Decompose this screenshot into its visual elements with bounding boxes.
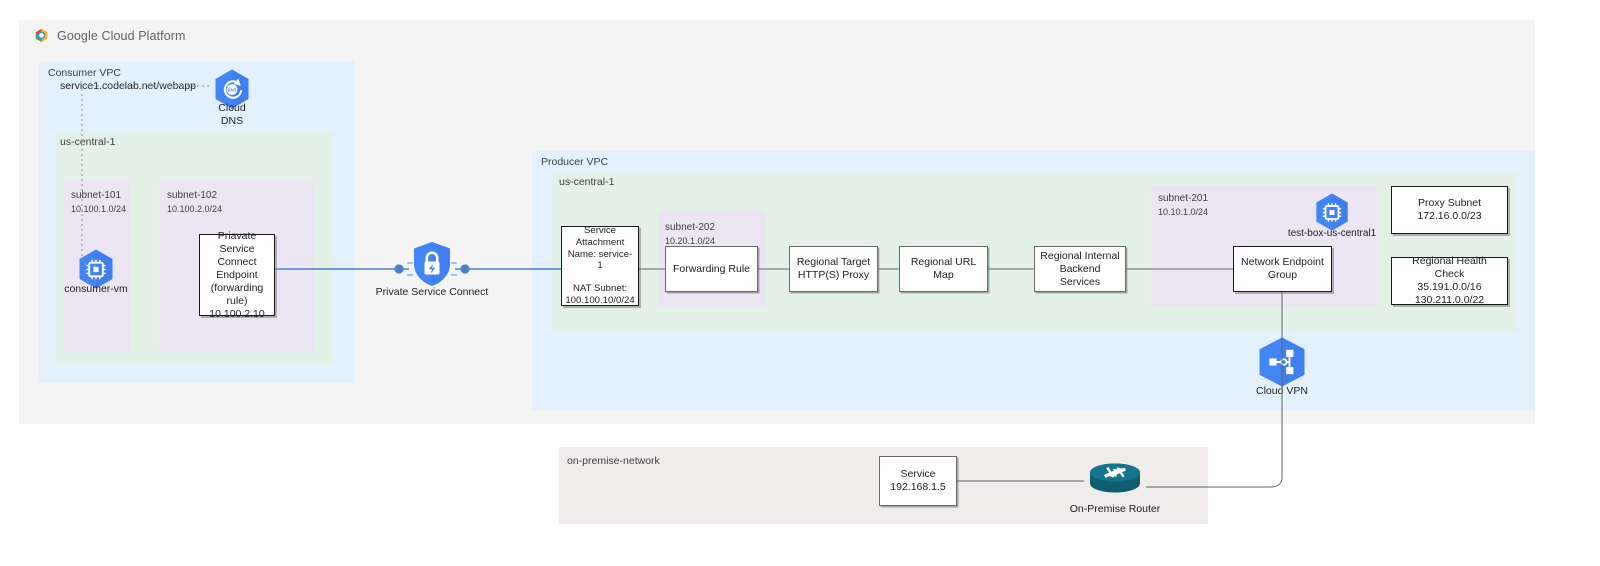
google-cloud-logo-icon — [35, 28, 48, 42]
subnet-101-name: subnet-101 — [71, 190, 122, 201]
consumer-vpc-label: Consumer VPC — [48, 67, 121, 79]
producer-vpc-label: Producer VPC — [541, 156, 609, 168]
google-cloud-platform-branding: Google Cloud Platform — [33, 27, 186, 44]
subnet-102-label: subnet-102 10.100.2.0/24 — [167, 190, 222, 215]
network-endpoint-group-node: Network Endpoint Group — [1233, 246, 1332, 292]
producer-region-label: us-central-1 — [559, 176, 615, 188]
regional-backend-services-node: Regional Internal Backend Services — [1034, 246, 1126, 292]
regional-url-map-node: Regional URL Map — [899, 246, 988, 292]
svg-text:DNS: DNS — [228, 87, 237, 92]
dns-record-label: service1.codelab.net/webapp — [60, 80, 197, 92]
psc-endpoint-node: Priavate Service Connect Endpoint (forwa… — [199, 230, 275, 320]
test-box-vm-label: test-box-us-central1 — [1287, 228, 1377, 239]
on-premise-router-icon — [1090, 463, 1140, 493]
service-attachment-node: Service Attachment Name: service-1 NAT S… — [561, 225, 639, 306]
on-premise-service-node: Service 192.168.1.5 — [879, 456, 957, 506]
cloud-dns-label: Cloud DNS — [218, 102, 246, 127]
subnet-202-cidr: 10.20.1.0/24 — [665, 235, 716, 246]
subnet-202-name: subnet-202 — [665, 222, 716, 233]
forwarding-rule-node: Forwarding Rule — [665, 246, 758, 292]
regional-health-check-node: Regional Health Check 35.191.0.0/16 130.… — [1391, 255, 1508, 306]
consumer-region-label: us-central-1 — [60, 136, 116, 148]
subnet-101-cidr: 10.100.1.0/24 — [71, 203, 127, 214]
subnet-201-label: subnet-201 10.10.1.0/24 — [1158, 193, 1208, 218]
regional-target-proxy-node: Regional Target HTTP(S) Proxy — [789, 246, 878, 292]
cloud-vpn-icon — [1259, 337, 1305, 387]
on-premise-router-label: On-Premise Router — [1069, 503, 1161, 515]
subnet-101-label: subnet-101 10.100.1.0/24 — [71, 190, 126, 215]
consumer-vm-label: consumer-vm — [64, 283, 128, 295]
subnet-201-name: subnet-201 — [1158, 193, 1209, 204]
subnet-102-cidr: 10.100.2.0/24 — [167, 203, 223, 214]
test-box-vm-icon — [1316, 193, 1348, 231]
proxy-subnet-node: Proxy Subnet 172.16.0.0/23 — [1391, 186, 1508, 234]
brand-name: Google Cloud Platform — [57, 28, 186, 43]
on-premise-network-label: on-premise-network — [567, 455, 660, 467]
cloud-vpn-label: Cloud VPN — [1256, 385, 1308, 397]
subnet-201-cidr: 10.10.1.0/24 — [1158, 206, 1209, 217]
subnet-202-label: subnet-202 10.20.1.0/24 — [665, 222, 715, 247]
private-service-connect-icon — [414, 242, 450, 286]
private-service-connect-label: Private Service Connect — [375, 286, 489, 298]
subnet-102-name: subnet-102 — [167, 190, 218, 201]
cloud-dns-icon: DNS — [215, 69, 249, 109]
